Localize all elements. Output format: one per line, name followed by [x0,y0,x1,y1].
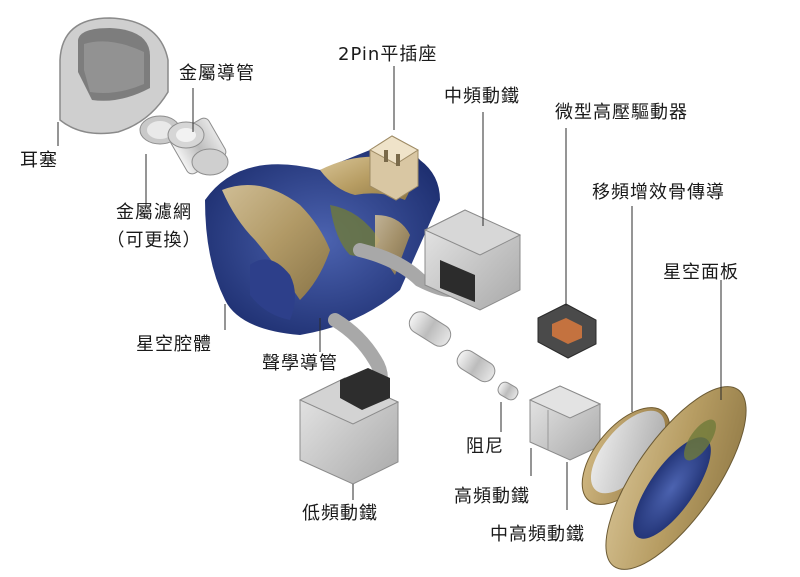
label-faceplate: 星空面板 [663,262,739,284]
label-metal-filter-line1: 金屬濾網 [84,202,224,224]
label-bone-conduction: 移頻增效骨傳導 [592,182,725,204]
label-shell: 星空腔體 [136,334,212,356]
label-metal-filter-line2: （可更換） [84,230,224,252]
label-mid-ba: 中頻動鐵 [444,86,520,108]
label-low-ba: 低頻動鐵 [302,503,378,525]
label-metal-nozzle: 金屬導管 [179,63,255,85]
damper-tubes-illustration [406,308,521,402]
pin-socket-illustration [370,136,418,200]
eartip-illustration [60,18,168,134]
metal-nozzle-illustration [140,116,228,176]
label-micro-driver: 微型高壓驅動器 [555,102,688,124]
label-damper: 阻尼 [466,436,504,458]
low-ba-illustration [300,368,398,484]
micro-driver-illustration [538,304,596,358]
label-metal-filter: 金屬濾網 （可更換） [84,202,224,252]
label-acoustic-tube: 聲學導管 [262,353,338,375]
label-eartip: 耳塞 [20,150,58,172]
high-ba-illustration [530,386,600,460]
label-high-ba: 高頻動鐵 [454,486,530,508]
label-pin-socket: 2Pin平插座 [338,44,437,66]
label-mid-high-ba: 中高頻動鐵 [490,524,585,546]
